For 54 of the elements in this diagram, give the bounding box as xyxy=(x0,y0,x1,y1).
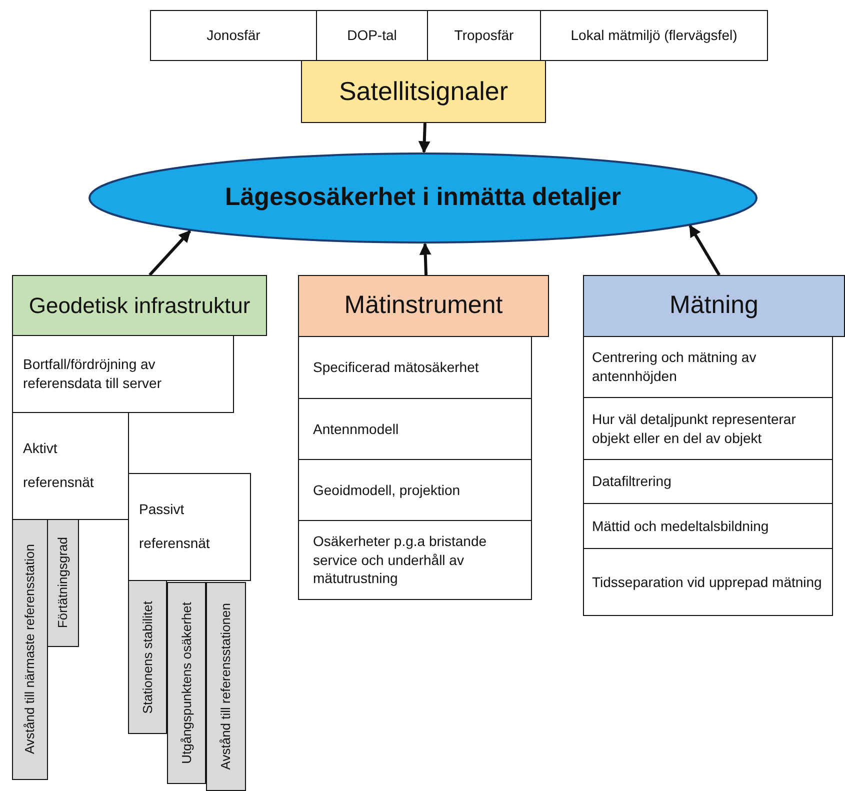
factor-text: Stationens stabilitet xyxy=(138,600,156,714)
factor-text: Avstånd till referensstationen xyxy=(217,603,234,770)
factor-text: Tidsseparation vid upprepad mätning xyxy=(592,572,822,592)
factor-box xyxy=(47,519,79,647)
category-box xyxy=(298,275,549,337)
factor-box xyxy=(583,397,833,460)
factor-box xyxy=(583,336,833,398)
category-box xyxy=(301,60,546,123)
factor-text: Utgångspunktens osäkerhet xyxy=(178,602,195,764)
factor-box xyxy=(150,10,317,61)
factor-box xyxy=(298,520,532,600)
factor-text: Datafiltrering xyxy=(592,472,672,491)
factor-box xyxy=(206,582,246,791)
factor-text: Antennmodell xyxy=(313,420,399,438)
factor-text: Geoidmodell, projektion xyxy=(313,480,460,500)
factor-box xyxy=(540,10,768,61)
category-box xyxy=(583,275,845,337)
heading-text: Mätning xyxy=(670,290,758,322)
factor-box xyxy=(12,519,48,780)
factor-text: Jonosfär xyxy=(206,26,260,45)
heading-text: Satellitsignaler xyxy=(338,74,508,108)
factor-box xyxy=(167,582,206,784)
heading-text: Lägesosäkerhet i inmätta detaljer xyxy=(225,182,621,214)
factor-box xyxy=(298,459,532,521)
factor-box xyxy=(298,336,532,399)
factor-box xyxy=(583,459,833,504)
heading-text: Mätinstrument xyxy=(344,290,503,322)
central-ellipse xyxy=(88,152,758,244)
factor-box xyxy=(583,548,833,616)
factor-box xyxy=(583,503,833,549)
factor-text: Lokal mätmiljö (flervägsfel) xyxy=(570,26,738,45)
factor-text: Troposfär xyxy=(454,26,514,45)
arrow xyxy=(418,122,430,154)
factor-text: DOP-tal xyxy=(347,26,397,45)
arrow xyxy=(688,224,721,276)
factor-text: Aktivt referensnät xyxy=(23,439,95,492)
arrow xyxy=(419,242,432,276)
factor-box xyxy=(12,335,234,413)
factor-box xyxy=(298,398,532,460)
factor-text: Förtätningsgrad xyxy=(54,537,72,629)
factor-box xyxy=(128,580,167,734)
factor-box xyxy=(12,412,129,520)
arrow xyxy=(148,230,192,276)
factor-text: Passivt referensnät xyxy=(139,500,211,553)
factor-text: Mättid och medeltalsbildning xyxy=(592,516,769,536)
factor-text: Hur väl detaljpunkt representerar objekt eller en del av objekt xyxy=(592,410,797,448)
factor-text: Bortfall/fördröjning av referensdata till server xyxy=(23,355,163,393)
factor-text: Centrering och mätning av antennhöjden xyxy=(592,348,758,386)
factor-text: Osäkerheter p.g.a bristande service och underhåll av mätutrustning xyxy=(313,532,488,588)
category-box xyxy=(12,275,267,336)
factor-box xyxy=(128,473,251,581)
heading-text: Geodetisk infrastruktur xyxy=(28,292,250,320)
factor-text: Avstånd till närmaste referensstation xyxy=(21,544,38,755)
factor-text: Specificerad mätosäkerhet xyxy=(313,358,479,377)
